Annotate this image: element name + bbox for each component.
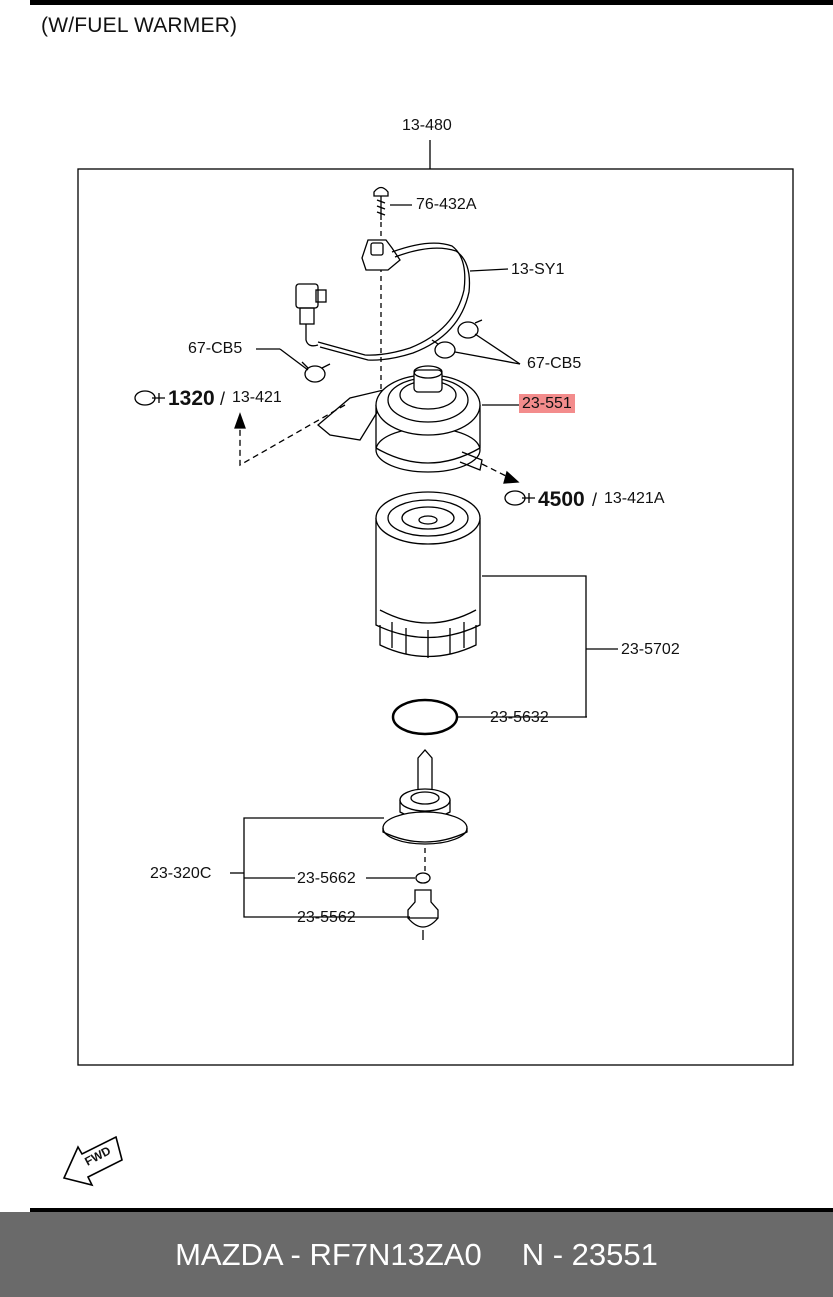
inlet-separator: / — [220, 389, 226, 409]
filter-element-part — [375, 491, 481, 658]
inlet-reference-part: 13-421 — [232, 389, 282, 406]
callout-drain-seal: 23-5662 — [297, 870, 356, 887]
callout-filter-element: 23-5702 — [621, 641, 680, 658]
screw-part — [373, 186, 412, 220]
callout-clip-left: 67-CB5 — [188, 340, 243, 357]
callout-clip-right: 67-CB5 — [527, 355, 582, 372]
outlet-separator: / — [592, 490, 598, 510]
callout-drain-plug: 23-5562 — [297, 909, 356, 926]
connector-bracket — [361, 239, 401, 271]
callout-drain-assy: 23-320C — [150, 865, 212, 882]
filter-head-part — [316, 365, 483, 473]
callout-o-ring: 23-5632 — [490, 709, 549, 726]
diagram-frame — [77, 168, 794, 1066]
top-rule — [30, 0, 833, 5]
clip-right-part — [431, 319, 483, 359]
callout-assembly: 13-480 — [402, 117, 452, 134]
sensor-connector — [295, 283, 327, 347]
footer-bar: MAZDA - RF7N13ZA0 N - 23551 — [0, 1212, 833, 1297]
callout-screw: 76-432A — [416, 196, 477, 213]
footer-number: N - 23551 — [521, 1236, 658, 1272]
drain-plug-part — [407, 889, 439, 940]
drain-assembly-part — [382, 749, 468, 845]
drain-seal-part — [415, 872, 431, 884]
callout-harness: 13-SY1 — [511, 261, 565, 278]
outlet-reference-code: 4500 — [538, 488, 585, 511]
page-heading: (W/FUEL WARMER) — [41, 14, 238, 37]
highlight-badge: 23-551 — [519, 394, 575, 413]
outlet-reference-part: 13-421A — [604, 490, 665, 507]
fwd-arrow-icon — [62, 1135, 123, 1187]
bottom-rule — [30, 1208, 833, 1212]
callout-filter-head: 23-551 — [519, 394, 575, 413]
footer-brand-part: MAZDA - RF7N13ZA0 — [175, 1236, 482, 1272]
clip-left-part — [301, 361, 331, 383]
inlet-reference-code: 1320 — [168, 387, 215, 410]
o-ring-part — [391, 698, 459, 736]
harness-wire — [317, 242, 466, 356]
